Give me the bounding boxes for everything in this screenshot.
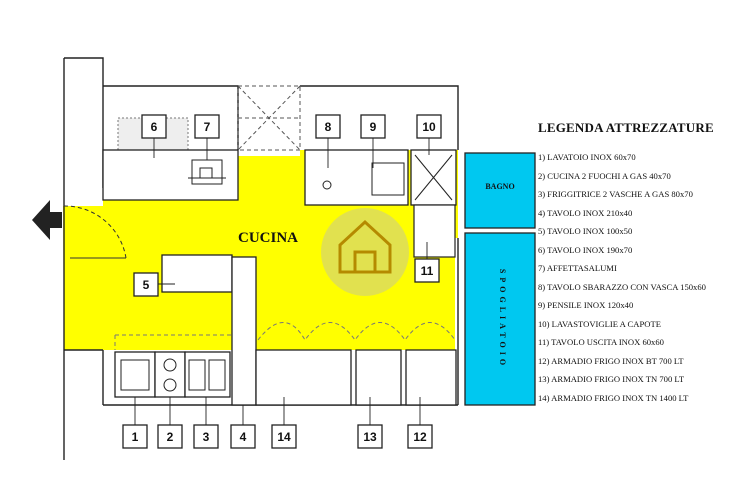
number-5: 5 [143,278,150,292]
number-1: 1 [132,430,139,444]
fridge-14 [255,349,352,406]
legend-title: LEGENDA ATTREZZATURE [538,120,714,135]
bottom-hood-arches [114,322,456,350]
legend-item: 14) ARMADIO FRIGO INOX TN 1400 LT [538,392,689,403]
legend: LEGENDA ATTREZZATURE 1) LAVATOIO INOX 60… [538,120,748,407]
legend-item: 9) PENSILE INOX 120x40 [538,300,634,310]
entrance-arrow-icon [32,200,62,240]
leader-lines [134,138,430,425]
changing-room-label: SPOGLIATOIO [498,269,507,369]
number-13: 13 [363,430,377,444]
legend-item: 12) ARMADIO FRIGO INOX BT 700 LT [538,355,684,366]
fridge-12 [405,349,457,406]
table-11 [413,204,456,258]
number-14: 14 [277,430,291,444]
number-2: 2 [167,430,174,444]
number-6: 6 [151,120,158,134]
slicer-7 [188,159,226,185]
top-window [237,85,301,151]
legend-item: 4) TAVOLO INOX 210x40 [538,207,633,218]
number-12: 12 [413,430,427,444]
legend-item: 6) TAVOLO INOX 190x70 [538,244,633,255]
legend-item: 2) CUCINA 2 FUOCHI A GAS 40x70 [538,170,671,181]
number-3: 3 [203,430,210,444]
legend-item: 1) LAVATOIO INOX 60x70 [538,152,636,162]
number-boxes [122,114,442,449]
legend-item: 7) AFFETTASALUMI [538,263,617,273]
number-4: 4 [240,430,247,444]
fridge-13 [355,349,402,406]
house-logo [321,208,409,296]
bathroom-label: BAGNO [485,182,514,191]
table-6 [102,149,239,201]
bathroom-room [464,152,536,229]
entrance-door [63,205,127,259]
legend-item: 11) TAVOLO USCITA INOX 60x60 [538,337,664,347]
number-8: 8 [325,120,332,134]
legend-item: 5) TAVOLO INOX 100x50 [538,226,633,236]
number-7: 7 [204,120,211,134]
kitchen-label: CUCINA [238,230,298,246]
number-9: 9 [370,120,377,134]
table-5 [161,254,233,293]
number-11: 11 [421,264,434,278]
table-4 [231,256,257,406]
number-10: 10 [422,120,436,134]
legend-item: 13) ARMADIO FRIGO INOX TN 700 LT [538,374,685,384]
legend-item: 8) TAVOLO SBARAZZO CON VASCA 150x60 [538,281,706,292]
legend-item: 3) FRIGGITRICE 2 VASCHE A GAS 80x70 [538,189,693,199]
legend-item: 10) LAVASTOVIGLIE A CAPOTE [538,318,661,329]
changing-room [464,232,536,406]
legend-list: 1) LAVATOIO INOX 60x70 2) CUCINA 2 FUOCH… [538,148,748,407]
